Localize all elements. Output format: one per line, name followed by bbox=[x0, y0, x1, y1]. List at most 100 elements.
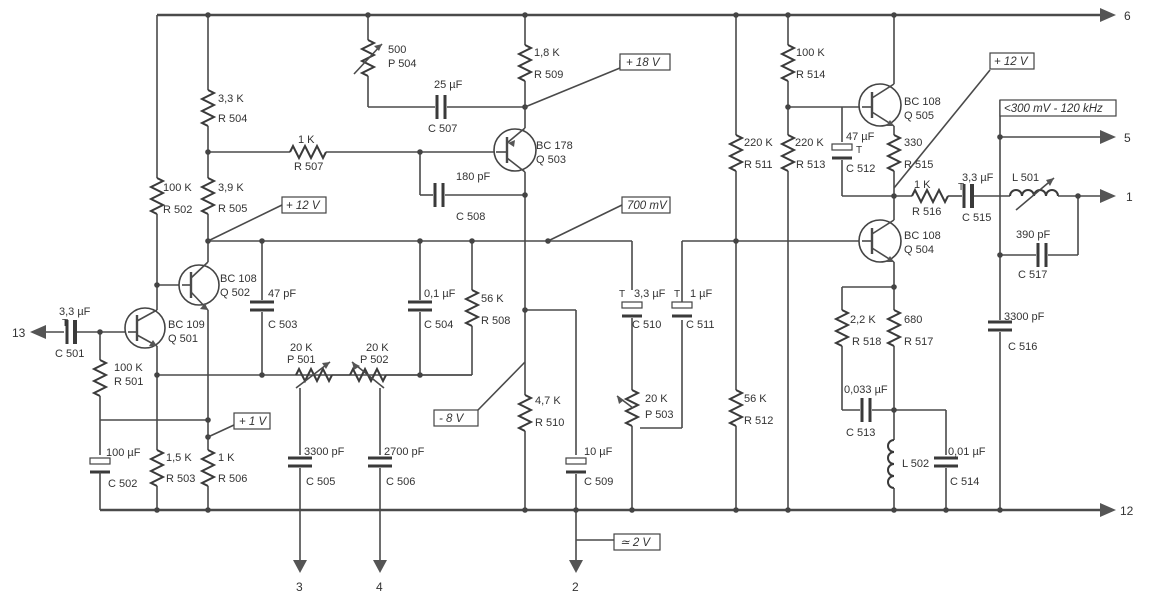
svg-text:R 512: R 512 bbox=[744, 415, 773, 427]
svg-text:C 504: C 504 bbox=[424, 319, 453, 331]
capacitor-c512 bbox=[831, 143, 853, 160]
annotation-2v: ≃ 2 V bbox=[576, 533, 661, 551]
resistor-r515 bbox=[885, 134, 903, 172]
junctions bbox=[97, 12, 1081, 513]
svg-text:C 514: C 514 bbox=[950, 476, 979, 488]
svg-text:C 513: C 513 bbox=[846, 427, 875, 439]
capacitor-c506 bbox=[368, 456, 392, 468]
capacitor-c503 bbox=[250, 300, 274, 312]
svg-text:3,3 µF: 3,3 µF bbox=[962, 172, 994, 184]
capacitor-c511 bbox=[671, 301, 693, 318]
capacitor-c514 bbox=[934, 456, 958, 468]
svg-text:T: T bbox=[674, 289, 680, 300]
capacitor-c504 bbox=[408, 300, 432, 312]
resistor-r506 bbox=[199, 449, 217, 487]
svg-text:12: 12 bbox=[1120, 504, 1134, 518]
svg-text:C 517: C 517 bbox=[1018, 269, 1047, 281]
svg-text:1: 1 bbox=[1126, 190, 1133, 204]
svg-text:R 502: R 502 bbox=[163, 204, 192, 216]
svg-text:1,5 K: 1,5 K bbox=[166, 452, 192, 464]
svg-text:1 K: 1 K bbox=[914, 179, 931, 191]
resistor-r505 bbox=[199, 177, 217, 215]
svg-text:≃ 2 V: ≃ 2 V bbox=[620, 537, 651, 549]
svg-text:R 510: R 510 bbox=[535, 417, 564, 429]
bottom-rail bbox=[100, 503, 1116, 517]
svg-text:R 509: R 509 bbox=[534, 69, 563, 81]
potentiometer-p503 bbox=[616, 389, 641, 427]
svg-text:2700 pF: 2700 pF bbox=[384, 446, 425, 458]
svg-text:R 505: R 505 bbox=[218, 203, 247, 215]
svg-text:R 501: R 501 bbox=[114, 376, 143, 388]
svg-text:3,3 K: 3,3 K bbox=[218, 93, 244, 105]
svg-text:C 505: C 505 bbox=[306, 476, 335, 488]
svg-text:P 503: P 503 bbox=[645, 409, 674, 421]
annotation-neg8v: - 8 V bbox=[433, 361, 526, 427]
annotation-12v-left: + 12 V bbox=[207, 196, 327, 242]
svg-text:0,033 µF: 0,033 µF bbox=[844, 384, 888, 396]
svg-text:100 K: 100 K bbox=[796, 47, 825, 59]
resistor-r502 bbox=[148, 177, 166, 215]
svg-text:BC 108: BC 108 bbox=[904, 96, 941, 108]
svg-text:C 507: C 507 bbox=[428, 123, 457, 135]
svg-text:BC 108: BC 108 bbox=[220, 273, 257, 285]
svg-text:C 509: C 509 bbox=[584, 476, 613, 488]
resistor-r513 bbox=[779, 134, 797, 172]
capacitor-c501 bbox=[65, 320, 100, 344]
svg-text:Q 502: Q 502 bbox=[220, 287, 250, 299]
potentiometer-p501 bbox=[295, 361, 333, 389]
svg-text:R 511: R 511 bbox=[744, 159, 773, 171]
svg-text:P 501: P 501 bbox=[287, 354, 316, 366]
resistor-r507 bbox=[289, 143, 327, 161]
svg-text:6: 6 bbox=[1124, 9, 1131, 23]
svg-text:R 517: R 517 bbox=[904, 336, 933, 348]
capacitor-c508 bbox=[433, 183, 445, 207]
resistor-r514 bbox=[779, 44, 797, 82]
capacitor-c517 bbox=[1036, 243, 1048, 267]
output-terminal-3 bbox=[293, 560, 307, 573]
svg-text:BC 108: BC 108 bbox=[904, 230, 941, 242]
svg-text:R 507: R 507 bbox=[294, 161, 323, 173]
svg-text:T: T bbox=[619, 289, 625, 300]
resistor-r510 bbox=[516, 394, 534, 432]
svg-text:20 K: 20 K bbox=[366, 342, 389, 354]
resistor-r508 bbox=[463, 289, 481, 327]
svg-text:R 504: R 504 bbox=[218, 113, 247, 125]
svg-text:P 502: P 502 bbox=[360, 354, 389, 366]
svg-text:C 515: C 515 bbox=[962, 212, 991, 224]
svg-text:R 516: R 516 bbox=[912, 206, 941, 218]
svg-text:+ 1 V: + 1 V bbox=[239, 416, 268, 428]
svg-text:R 515: R 515 bbox=[904, 159, 933, 171]
svg-text:T: T bbox=[958, 182, 964, 193]
svg-text:T: T bbox=[62, 318, 68, 329]
transistor-q501 bbox=[124, 307, 166, 349]
svg-text:3,3 µF: 3,3 µF bbox=[634, 288, 666, 300]
resistor-r509 bbox=[516, 44, 534, 82]
svg-text:1 µF: 1 µF bbox=[690, 288, 713, 300]
svg-text:47 pF: 47 pF bbox=[268, 288, 296, 300]
svg-text:100 µF: 100 µF bbox=[106, 447, 141, 459]
svg-text:L 502: L 502 bbox=[902, 458, 929, 470]
svg-text:1,8 K: 1,8 K bbox=[534, 47, 560, 59]
capacitor-c516 bbox=[988, 320, 1012, 332]
annotation-12v-right: + 12 V bbox=[893, 52, 1035, 189]
svg-text:56 K: 56 K bbox=[481, 293, 504, 305]
svg-text:5: 5 bbox=[1124, 131, 1131, 145]
svg-text:680: 680 bbox=[904, 314, 922, 326]
resistor-r517 bbox=[885, 309, 903, 347]
svg-text:100 K: 100 K bbox=[163, 182, 192, 194]
capacitor-c507 bbox=[435, 95, 447, 119]
svg-text:C 506: C 506 bbox=[386, 476, 415, 488]
svg-text:3300 pF: 3300 pF bbox=[304, 446, 345, 458]
svg-text:R 514: R 514 bbox=[796, 69, 825, 81]
svg-text:R 506: R 506 bbox=[218, 473, 247, 485]
svg-text:+ 12 V: + 12 V bbox=[994, 56, 1029, 68]
svg-text:- 8 V: - 8 V bbox=[439, 413, 465, 425]
annotation-1v: + 1 V bbox=[207, 412, 271, 438]
svg-text:390 pF: 390 pF bbox=[1016, 229, 1051, 241]
svg-text:1 K: 1 K bbox=[218, 452, 235, 464]
svg-text:R 518: R 518 bbox=[852, 336, 881, 348]
svg-text:C 503: C 503 bbox=[268, 319, 297, 331]
capacitor-c509 bbox=[565, 457, 587, 474]
resistor-r511 bbox=[727, 134, 745, 172]
